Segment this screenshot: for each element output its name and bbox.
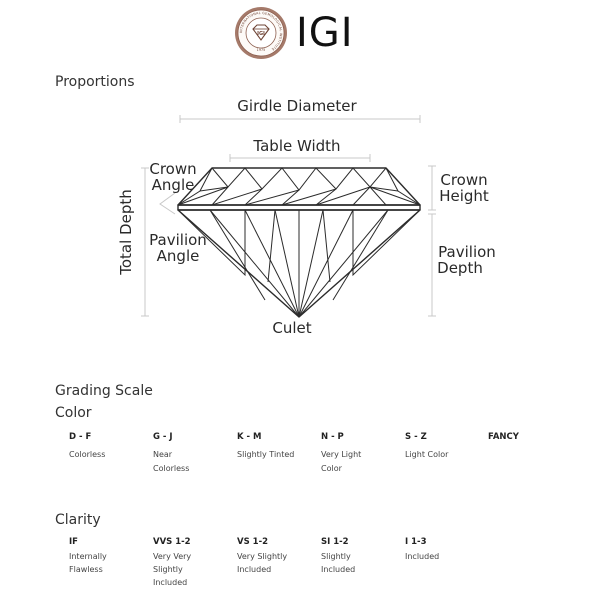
clarity-grade-if: IF Internally Flawless bbox=[69, 536, 149, 576]
label-pavilion-angle-line1: Pavilion bbox=[149, 231, 207, 249]
grade-range: I 1-3 bbox=[405, 537, 427, 547]
grade-description: Slightly Included bbox=[321, 552, 356, 574]
grade-description: Very Very Slightly Included bbox=[153, 552, 192, 587]
color-grade-d-f: D - F Colorless bbox=[69, 431, 149, 462]
color-grade-s-z: S - Z Light Color bbox=[405, 431, 485, 462]
grade-description: Included bbox=[405, 552, 440, 561]
label-pavilion-depth-line2: Depth bbox=[437, 259, 483, 277]
label-table-width: Table Width bbox=[252, 137, 340, 155]
diamond-facets bbox=[177, 167, 421, 318]
seal-year: 1975 bbox=[257, 48, 266, 52]
grade-description: Very Slightly Included bbox=[237, 552, 288, 574]
label-pavilion-angle-line2: Angle bbox=[157, 247, 200, 265]
igi-logo: INTERNATIONAL GEMOLOGICAL INSTITUTE IGI … bbox=[234, 6, 364, 60]
color-grade-fancy: FANCY bbox=[488, 431, 568, 448]
grade-range: K - M bbox=[237, 432, 262, 442]
proportions-title: Proportions bbox=[55, 74, 135, 90]
grade-range: FANCY bbox=[488, 432, 519, 442]
clarity-grade-si: SI 1-2 Slightly Included bbox=[321, 536, 401, 576]
label-girdle-diameter: Girdle Diameter bbox=[237, 97, 357, 115]
color-grade-k-m: K - M Slightly Tinted bbox=[237, 431, 317, 462]
igi-seal-icon: INTERNATIONAL GEMOLOGICAL INSTITUTE IGI … bbox=[235, 7, 287, 59]
color-grade-g-j: G - J Near Colorless bbox=[153, 431, 233, 476]
grade-range: N - P bbox=[321, 432, 344, 442]
label-pavilion-depth-line1: Pavilion bbox=[438, 243, 496, 261]
label-crown-height-line2: Height bbox=[439, 187, 489, 205]
grade-description: Internally Flawless bbox=[69, 552, 107, 574]
grade-description: Light Color bbox=[405, 450, 449, 459]
grade-range: VS 1-2 bbox=[237, 537, 269, 547]
label-crown-angle-line2: Angle bbox=[152, 176, 195, 194]
color-grade-n-p: N - P Very Light Color bbox=[321, 431, 401, 476]
clarity-grade-vvs: VVS 1-2 Very Very Slightly Included bbox=[153, 536, 233, 589]
clarity-grade-i: I 1-3 Included bbox=[405, 536, 485, 563]
grade-range: G - J bbox=[153, 432, 173, 442]
seal-monogram: IGI bbox=[257, 31, 265, 37]
label-culet: Culet bbox=[272, 319, 311, 337]
grade-description: Slightly Tinted bbox=[237, 450, 295, 459]
grade-range: SI 1-2 bbox=[321, 537, 349, 547]
color-title: Color bbox=[55, 405, 92, 421]
label-total-depth: Total Depth bbox=[117, 189, 135, 276]
brand-wordmark: IGI bbox=[296, 10, 354, 56]
label-crown-height-line1: Crown bbox=[440, 171, 487, 189]
clarity-grade-vs: VS 1-2 Very Slightly Included bbox=[237, 536, 317, 576]
grade-range: S - Z bbox=[405, 432, 427, 442]
grade-description: Colorless bbox=[69, 450, 106, 459]
clarity-title: Clarity bbox=[55, 512, 101, 528]
grading-scale-title: Grading Scale bbox=[55, 383, 153, 399]
grade-description: Near Colorless bbox=[153, 450, 190, 473]
grade-range: D - F bbox=[69, 432, 92, 442]
measurement-lines bbox=[141, 115, 436, 317]
grade-range: IF bbox=[69, 537, 78, 547]
diamond-proportions-diagram: Girdle Diameter Table Width Crown Angle … bbox=[117, 97, 496, 337]
grade-description: Very Light Color bbox=[321, 450, 362, 473]
label-crown-angle-line1: Crown bbox=[149, 160, 196, 178]
grade-range: VVS 1-2 bbox=[153, 537, 191, 547]
